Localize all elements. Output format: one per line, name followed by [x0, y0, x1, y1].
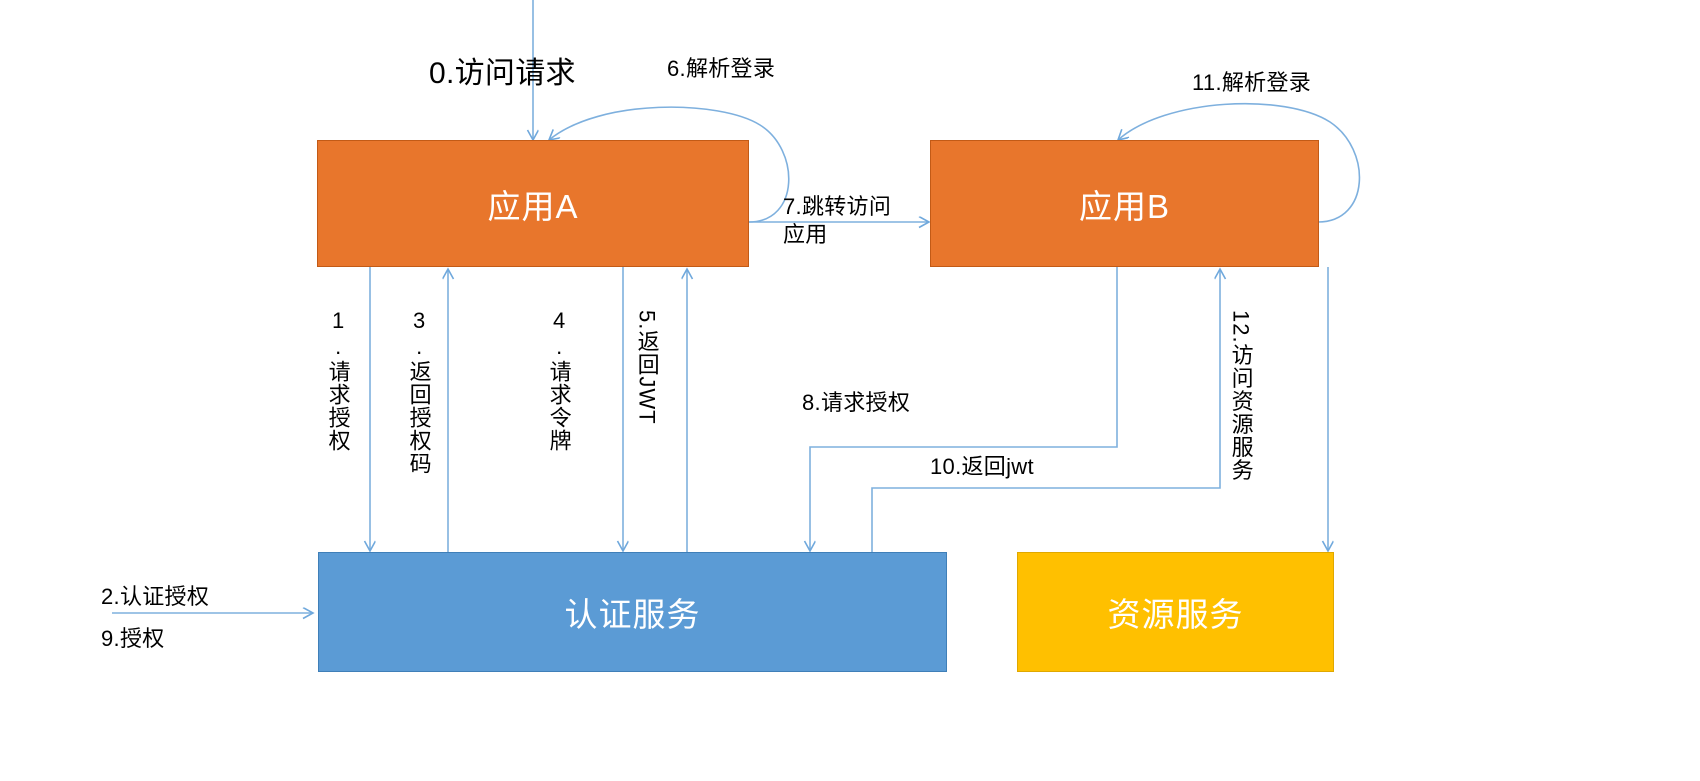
node-resource-service-label: 资源服务	[1107, 596, 1244, 633]
edge-label-step-0: 0.访问请求	[429, 57, 576, 90]
node-app-b[interactable]: 应用B	[930, 140, 1319, 267]
edge-label-step-4: 4.请求令牌	[546, 308, 572, 452]
edge-label-step-10: 10.返回jwt	[930, 454, 1034, 479]
edge-label-step-9: 9.授权	[101, 626, 165, 651]
node-app-b-label: 应用B	[1078, 187, 1170, 225]
edge-step-10	[871, 269, 1220, 554]
node-resource-service[interactable]: 资源服务	[1017, 552, 1334, 672]
node-app-a[interactable]: 应用A	[317, 140, 749, 267]
node-app-a-label: 应用A	[487, 187, 579, 225]
edge-label-step-12: 12.访问资源服务	[1228, 310, 1254, 482]
edge-label-step-8: 8.请求授权	[802, 390, 911, 415]
edge-label-step-2: 2.认证授权	[101, 584, 210, 609]
edge-label-step-5: 5.返回JWT	[634, 310, 660, 425]
node-auth-service[interactable]: 认证服务	[318, 552, 947, 672]
edge-label-step-3: 3.返回授权码	[406, 308, 432, 475]
edge-label-step-7-line2: 应用	[783, 222, 828, 247]
edge-label-step-7-line1: 7.跳转访问	[783, 194, 892, 219]
edge-label-step-6: 6.解析登录	[667, 56, 776, 81]
node-auth-service-label: 认证服务	[564, 596, 701, 633]
edge-label-step-11: 11.解析登录	[1192, 70, 1312, 95]
edge-label-step-1: 1.请求授权	[325, 308, 351, 452]
